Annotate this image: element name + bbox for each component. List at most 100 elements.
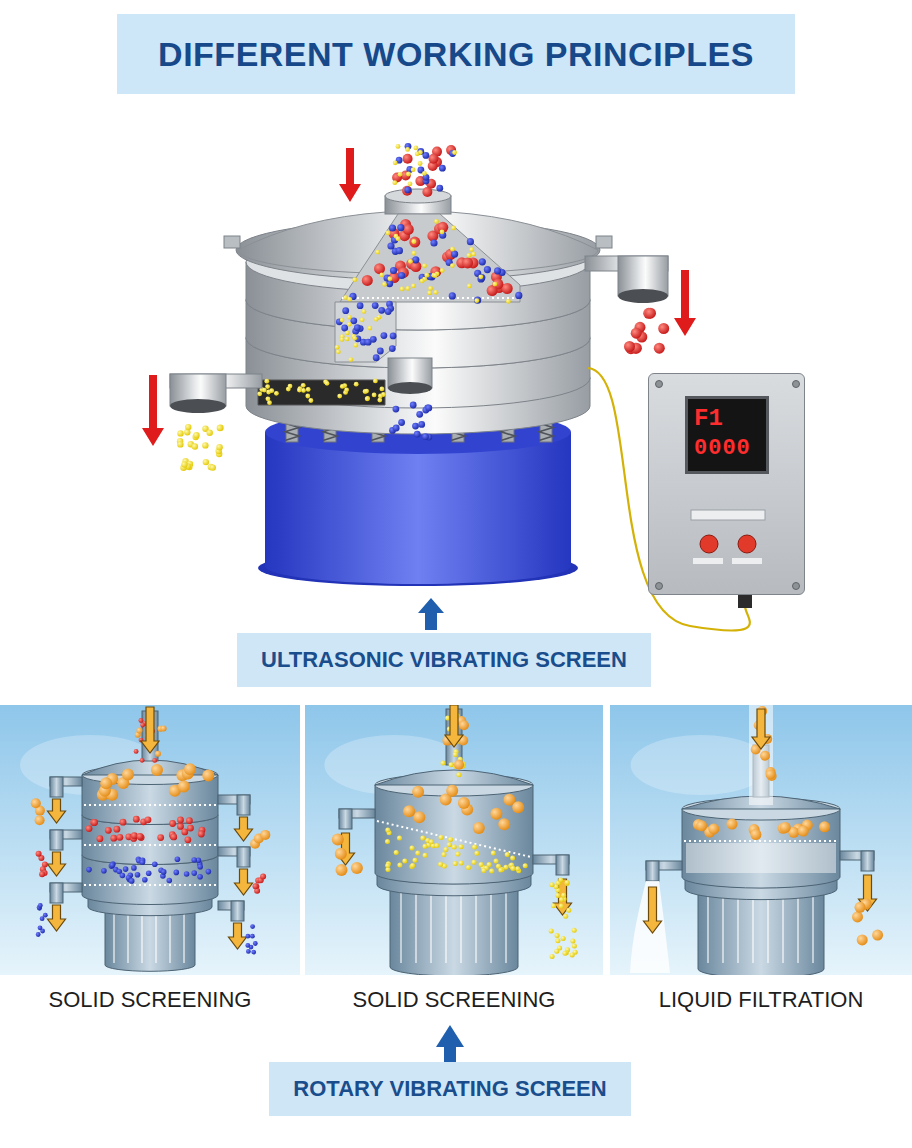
flow-arrow [752,709,770,749]
material-ball [510,856,515,861]
material-ball [414,431,421,438]
material-ball [412,786,424,798]
base-stripe [722,897,724,963]
material-ball [347,322,352,327]
material-ball [325,381,330,386]
material-ball [152,861,158,867]
outlet-spout [339,809,352,829]
material-ball [872,930,883,941]
base-stripe [445,893,447,963]
material-ball [430,239,437,246]
flow-arrow [48,799,66,823]
material-ball [459,720,469,730]
material-ball [413,858,418,863]
led-readout: 0000 [694,434,760,464]
material-ball [364,389,369,394]
material-ball [345,337,350,342]
material-ball [207,430,213,436]
base-stripe [707,897,709,963]
process-panel: SOLID SCREENING [0,705,300,1025]
material-ball [409,237,420,248]
material-ball [349,357,354,362]
material-ball [246,949,251,954]
material-ball [137,833,144,840]
material-ball [100,777,112,789]
material-ball [512,801,524,813]
machine-base [390,883,518,975]
screen-illustration [305,705,603,975]
liquid-stream [630,881,670,973]
material-ball [467,253,472,258]
material-ball [351,862,363,874]
material-ball [447,842,452,847]
material-ball [441,761,446,766]
material-ball [450,263,455,268]
panel-background [305,705,603,975]
material-ball [186,817,193,824]
material-ball [441,852,446,857]
name-plate [691,510,765,520]
base-stripe [767,897,769,963]
material-ball [368,326,373,331]
material-ball [187,825,194,832]
material-ball [146,870,152,876]
material-ball [766,769,776,779]
panel-screw [793,583,800,590]
material-ball [31,798,41,808]
material-ball [117,834,124,841]
material-ball [727,819,738,830]
panel-screw [793,381,800,388]
material-ball [654,343,665,354]
material-ball [193,432,199,438]
lid-clamp [224,236,240,248]
screen-illustration [0,705,300,975]
process-panel: SOLID SCREENING [305,705,603,1025]
material-ball [336,864,348,876]
machine-base [698,887,824,975]
material-ball [402,858,407,863]
material-ball [410,863,415,868]
material-ball [554,949,559,954]
material-ball [206,869,212,875]
material-ball [360,318,365,323]
material-ball [438,862,443,867]
material-ball [406,172,411,177]
material-ball [217,425,223,431]
screen-deck [82,815,218,865]
base-stripe [475,893,477,963]
base-stripe [183,913,185,963]
flow-arrow [644,887,662,933]
material-ball [253,883,259,889]
controller-box: F10000 [648,373,805,595]
material-ball [515,866,520,871]
base-stripe [505,893,507,963]
material-ball [434,219,439,224]
panel-background [0,705,300,975]
material-ball [570,939,575,944]
base-stripe [460,893,462,963]
liquid-pool [686,843,836,873]
material-ball [422,187,432,197]
material-ball [43,913,48,918]
material-ball [523,863,528,868]
material-ball [556,893,561,898]
material-ball [202,442,208,448]
base-stripe [782,897,784,963]
material-ball [455,852,460,857]
material-ball [467,238,474,245]
material-ball [110,861,116,867]
material-ball [484,266,491,273]
material-ball [203,459,209,465]
material-ball [423,844,428,849]
machine-name: ULTRASONIC VIBRATING SCREEN [261,633,627,687]
material-ball [420,836,425,841]
material-ball [373,379,378,384]
material-ball [406,286,411,291]
material-ball [387,242,394,249]
material-ball [422,263,427,268]
material-ball [372,393,377,398]
material-ball [350,317,357,324]
material-ball [262,388,267,393]
material-ball [403,224,414,235]
